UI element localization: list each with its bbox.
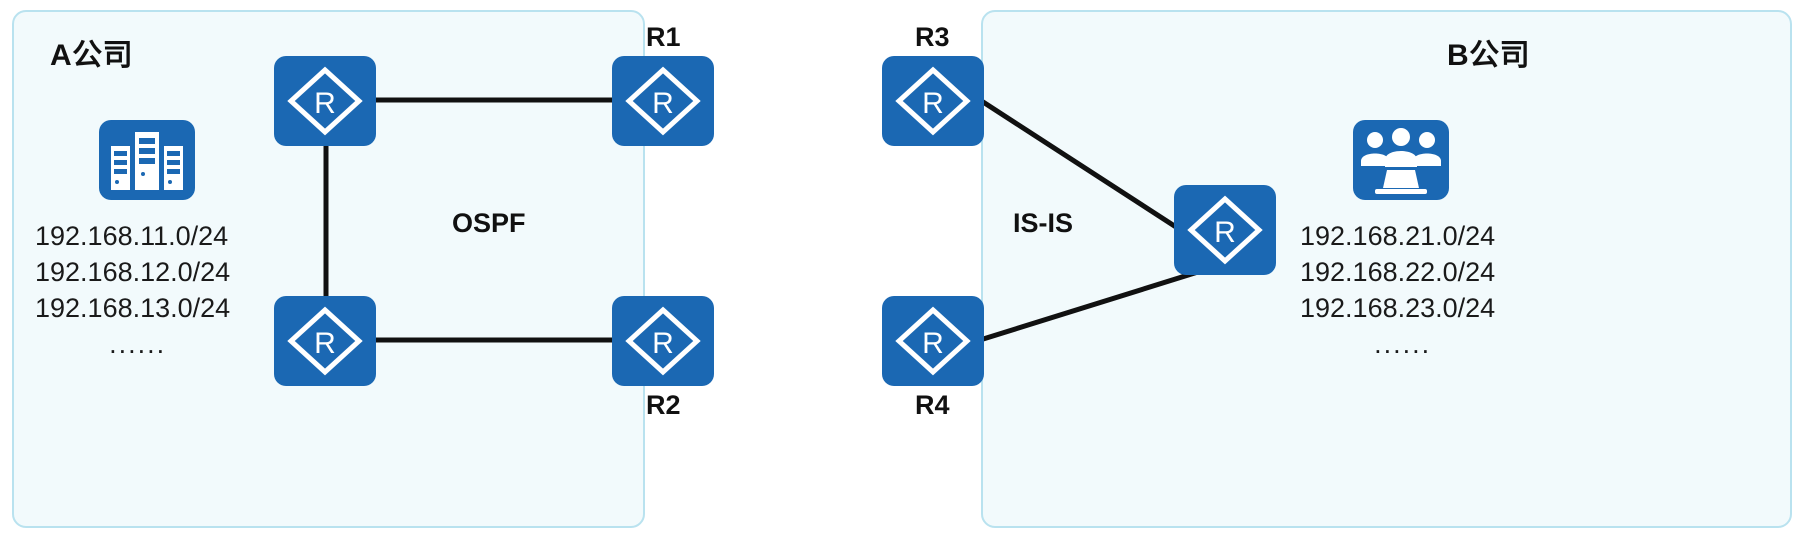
company-a-title: A公司 <box>50 39 134 72</box>
router-diamond-r-icon: R <box>625 66 701 136</box>
router-diamond-r-icon: R <box>625 306 701 376</box>
svg-text:R: R <box>652 87 674 120</box>
subnet-line: 192.168.23.0/24 <box>1300 293 1496 323</box>
router-b-middle[interactable]: R <box>1174 185 1276 275</box>
router-diamond-r-icon: R <box>895 66 971 136</box>
people-computer-icon <box>1353 120 1449 200</box>
subnet-ellipsis: ...... <box>109 329 167 359</box>
router-a-top[interactable]: R <box>274 56 376 146</box>
router-diamond-r-icon: R <box>1187 195 1263 265</box>
server-rack-icon <box>99 120 195 200</box>
router-r1[interactable]: R <box>612 56 714 146</box>
router-label-r1: R1 <box>646 22 681 52</box>
svg-text:R: R <box>922 87 944 120</box>
subnet-ellipsis: ...... <box>1374 329 1432 359</box>
subnet-line: 192.168.12.0/24 <box>35 257 231 287</box>
router-r4[interactable]: R <box>882 296 984 386</box>
people-computer-glyph <box>1361 128 1441 194</box>
svg-text:R: R <box>1214 216 1236 249</box>
protocol-label-ospf: OSPF <box>452 208 526 238</box>
router-label-r4: R4 <box>915 390 950 420</box>
subnet-line: 192.168.13.0/24 <box>35 293 231 323</box>
router-r2[interactable]: R <box>612 296 714 386</box>
router-a-bottom[interactable]: R <box>274 296 376 386</box>
router-diamond-r-icon: R <box>895 306 971 376</box>
svg-text:R: R <box>314 327 336 360</box>
subnet-line: 192.168.11.0/24 <box>35 221 229 251</box>
subnet-line: 192.168.22.0/24 <box>1300 257 1496 287</box>
svg-text:R: R <box>652 327 674 360</box>
server-rack-glyph <box>111 132 183 190</box>
subnet-line: 192.168.21.0/24 <box>1300 221 1496 251</box>
subnet-list-company-b: 192.168.21.0/24 192.168.22.0/24 192.168.… <box>1300 218 1495 362</box>
svg-text:R: R <box>314 87 336 120</box>
svg-text:R: R <box>922 327 944 360</box>
router-label-r2: R2 <box>646 390 681 420</box>
subnet-list-company-a: 192.168.11.0/24 192.168.12.0/24 192.168.… <box>35 218 230 362</box>
router-r3[interactable]: R <box>882 56 984 146</box>
router-label-r3: R3 <box>915 22 950 52</box>
router-diamond-r-icon: R <box>287 66 363 136</box>
company-b-title: B公司 <box>1447 39 1531 72</box>
router-diamond-r-icon: R <box>287 306 363 376</box>
protocol-label-isis: IS-IS <box>1013 208 1074 238</box>
